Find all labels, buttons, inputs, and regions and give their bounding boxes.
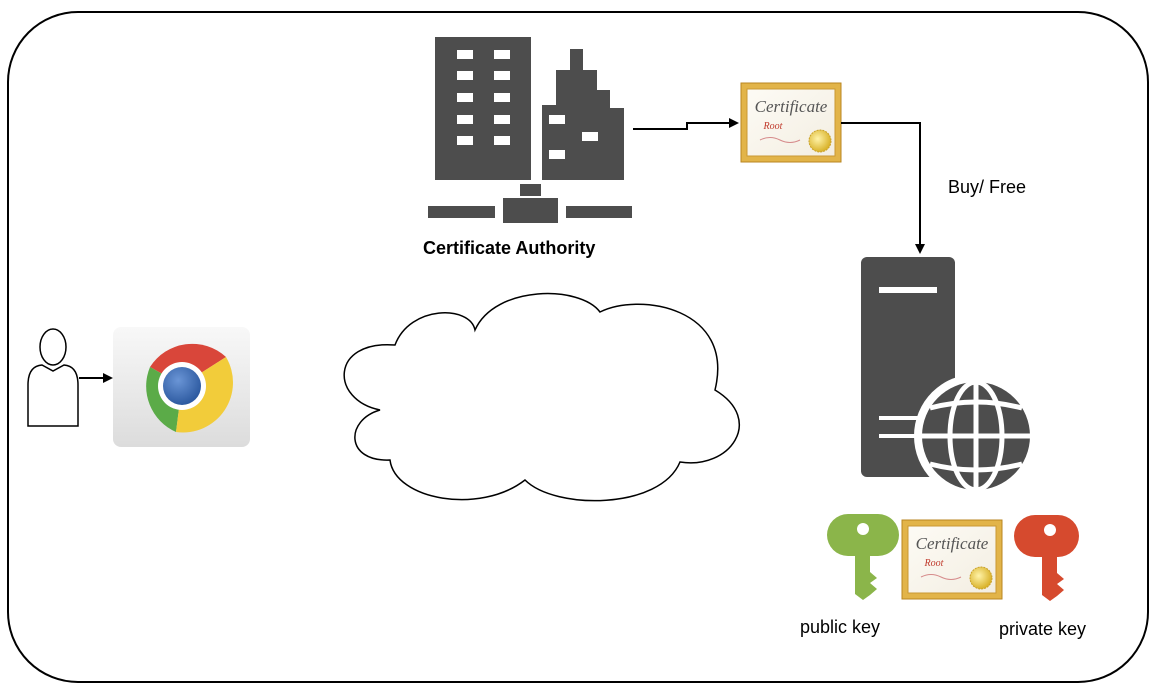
buy-free-label: Buy/ Free	[948, 177, 1027, 197]
certificate-to-server-arrow	[841, 122, 925, 254]
certificate-authority-label: Certificate Authority	[423, 238, 596, 258]
certificate-authority-building-icon	[428, 37, 632, 223]
internet-cloud-icon	[343, 292, 740, 502]
certificate-subtitle: Root	[763, 121, 783, 132]
user-icon	[27, 328, 79, 427]
public-key-icon	[827, 514, 899, 600]
certificate-title: Certificate	[916, 534, 989, 553]
certificate-icon: Certificate Root	[901, 519, 1003, 600]
certificate-subtitle: Root	[924, 558, 944, 569]
diagram-boundary	[7, 11, 1149, 683]
private-key-label: private key	[999, 619, 1087, 639]
certificate-icon: Certificate Root	[740, 82, 842, 163]
private-key-icon	[1014, 515, 1079, 601]
globe-icon	[914, 374, 1038, 498]
ca-to-certificate-arrow	[633, 118, 739, 130]
public-key-label: public key	[800, 617, 881, 637]
certificate-title: Certificate	[755, 97, 828, 116]
chrome-browser-icon	[113, 327, 250, 447]
